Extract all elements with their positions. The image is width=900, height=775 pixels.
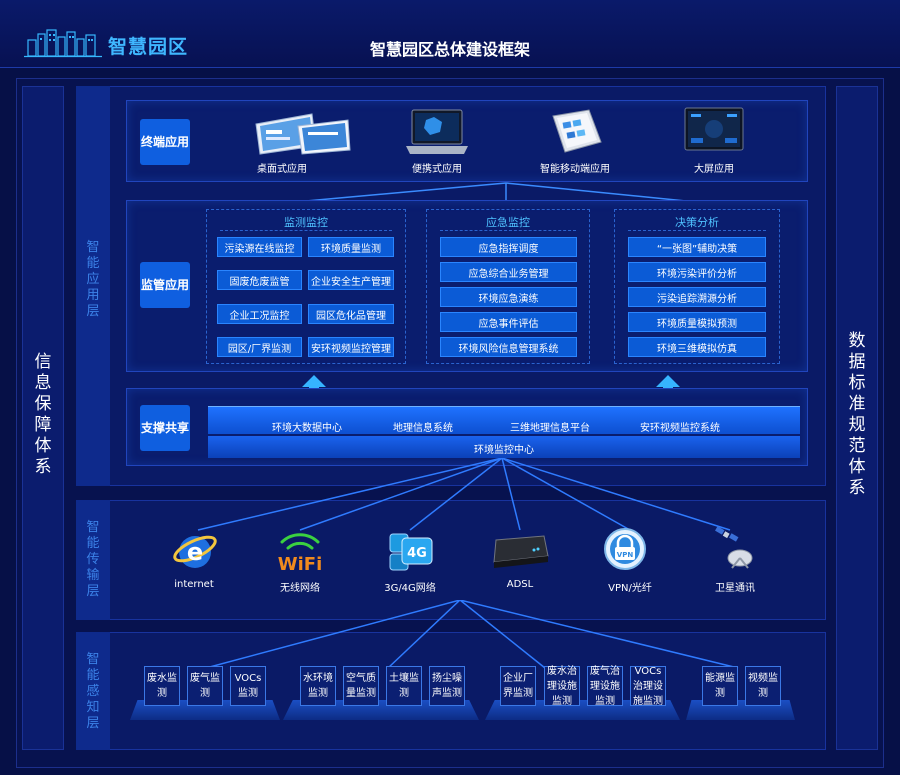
support-center-label: 环境监控中心 — [474, 445, 534, 456]
network-fan-lines — [197, 458, 731, 531]
support-platform-bottom — [208, 436, 800, 458]
sensor-card[interactable]: 扬尘噪声监测 — [429, 666, 465, 706]
perc-layer-strip — [76, 632, 110, 750]
module-item[interactable]: “一张图”辅助决策 — [628, 237, 766, 257]
sensor-fan-lines — [205, 600, 739, 669]
support-item: 三维地理信息平台 — [510, 423, 590, 434]
network-item-vpn: VPN/光纤 — [608, 583, 652, 594]
module-emergency-title-rule — [440, 230, 576, 231]
module-item[interactable]: 应急综合业务管理 — [440, 262, 577, 282]
network-item-wifi: 无线网络 — [280, 583, 320, 594]
svg-text:WiFi: WiFi — [278, 554, 323, 574]
big-screen-app-icon — [684, 107, 744, 151]
terminal-item-portable: 便携式应用 — [412, 164, 462, 175]
supervision-tag: 监管应用 — [140, 262, 190, 308]
sensor-card[interactable]: 企业厂界监测 — [500, 666, 536, 706]
module-item[interactable]: 固废危废监管 — [217, 270, 302, 290]
right-system-label: 数据标准规范体系 — [848, 331, 866, 498]
network-item-internet: internet — [174, 579, 214, 590]
module-item[interactable]: 园区危化品管理 — [308, 304, 394, 324]
module-item[interactable]: 环境应急演练 — [440, 287, 577, 307]
sensor-card[interactable]: VOCs监测 — [230, 666, 266, 706]
module-emergency — [426, 209, 590, 364]
module-item[interactable]: 企业工况监控 — [217, 304, 302, 324]
module-emergency-title: 应急监控 — [486, 216, 530, 229]
support-item: 安环视频监控系统 — [640, 423, 720, 434]
module-item[interactable]: 应急事件评估 — [440, 312, 577, 332]
app-layer-label: 智能应用层 — [86, 240, 100, 319]
perc-layer-label: 智能感知层 — [86, 652, 100, 731]
module-item[interactable]: 污染源在线监控 — [217, 237, 302, 257]
sensor-card[interactable]: 废水监测 — [144, 666, 180, 706]
support-tag: 支撑共享 — [140, 405, 190, 451]
module-item[interactable]: 环境风险信息管理系统 — [440, 337, 577, 357]
vpn-lock-icon: VPN — [604, 528, 646, 570]
module-item[interactable]: 环境三维模拟仿真 — [628, 337, 766, 357]
module-monitoring-title-rule — [220, 230, 392, 231]
sensor-card[interactable]: 土壤监测 — [386, 666, 422, 706]
desktop-app-icon — [255, 113, 351, 155]
network-item-adsl: ADSL — [506, 579, 534, 590]
sensor-card[interactable]: 水环境监测 — [300, 666, 336, 706]
module-item[interactable]: 园区/厂界监测 — [217, 337, 302, 357]
module-item[interactable]: 应急指挥调度 — [440, 237, 577, 257]
module-monitoring — [206, 209, 406, 364]
trans-layer-strip — [76, 500, 110, 620]
support-item: 环境大数据中心 — [272, 423, 342, 434]
sensor-card[interactable]: 废气监测 — [187, 666, 223, 706]
module-item[interactable]: 安环视频监控管理 — [308, 337, 394, 357]
terminal-item-bigscreen: 大屏应用 — [694, 164, 734, 175]
support-platform-top — [208, 406, 800, 434]
module-decision-title: 决策分析 — [675, 216, 719, 229]
header-bar — [0, 0, 900, 68]
sensor-card[interactable]: 空气质量监测 — [343, 666, 379, 706]
sensor-card[interactable]: 能源监测 — [702, 666, 738, 706]
network-item-4g: 3G/4G网络 — [384, 583, 436, 594]
module-item[interactable]: 环境质量模拟预测 — [628, 312, 766, 332]
terminal-tag: 终端应用 — [140, 119, 190, 165]
satellite-icon — [715, 526, 753, 569]
terminal-connector-lines — [305, 182, 687, 202]
left-system-column — [22, 86, 64, 750]
support-item: 地理信息系统 — [393, 423, 453, 434]
sensor-card[interactable]: 视频监测 — [745, 666, 781, 706]
wifi-icon: WiFi — [278, 533, 323, 574]
svg-text:VPN: VPN — [617, 551, 634, 559]
brand-title: 智慧园区 — [108, 36, 189, 58]
module-item[interactable]: 环境污染评价分析 — [628, 262, 766, 282]
adsl-modem-icon — [493, 535, 549, 568]
module-decision-title-rule — [628, 230, 766, 231]
tablet-app-icon — [552, 109, 602, 153]
sensor-card[interactable]: VOCs治理设施监测 — [630, 666, 666, 707]
sensor-card[interactable]: 废水治理设施监测 — [544, 666, 580, 707]
svg-text:4G: 4G — [407, 546, 427, 561]
app-layer-strip — [76, 86, 110, 486]
city-skyline-logo-icon — [24, 29, 102, 58]
trans-layer-label: 智能传输层 — [86, 520, 100, 599]
terminal-item-mobile: 智能移动端应用 — [540, 164, 610, 175]
page-title: 智慧园区总体建设框架 — [369, 40, 530, 59]
module-item[interactable]: 企业安全生产管理 — [308, 270, 394, 290]
module-monitoring-title: 监测监控 — [284, 216, 328, 229]
module-decision — [614, 209, 780, 364]
left-system-label: 信息保障体系 — [34, 352, 52, 477]
laptop-app-icon — [406, 109, 468, 154]
module-item[interactable]: 环境质量监测 — [308, 237, 394, 257]
sensor-card[interactable]: 废气治理设施监测 — [587, 666, 623, 707]
right-system-column — [836, 86, 878, 750]
terminal-item-desktop: 桌面式应用 — [257, 164, 307, 175]
module-item[interactable]: 污染追踪溯源分析 — [628, 287, 766, 307]
svg-text:e: e — [187, 538, 203, 566]
internet-explorer-icon: e — [173, 535, 217, 568]
network-item-satellite: 卫星通讯 — [715, 583, 755, 594]
4g-network-icon: 4G — [389, 533, 433, 571]
